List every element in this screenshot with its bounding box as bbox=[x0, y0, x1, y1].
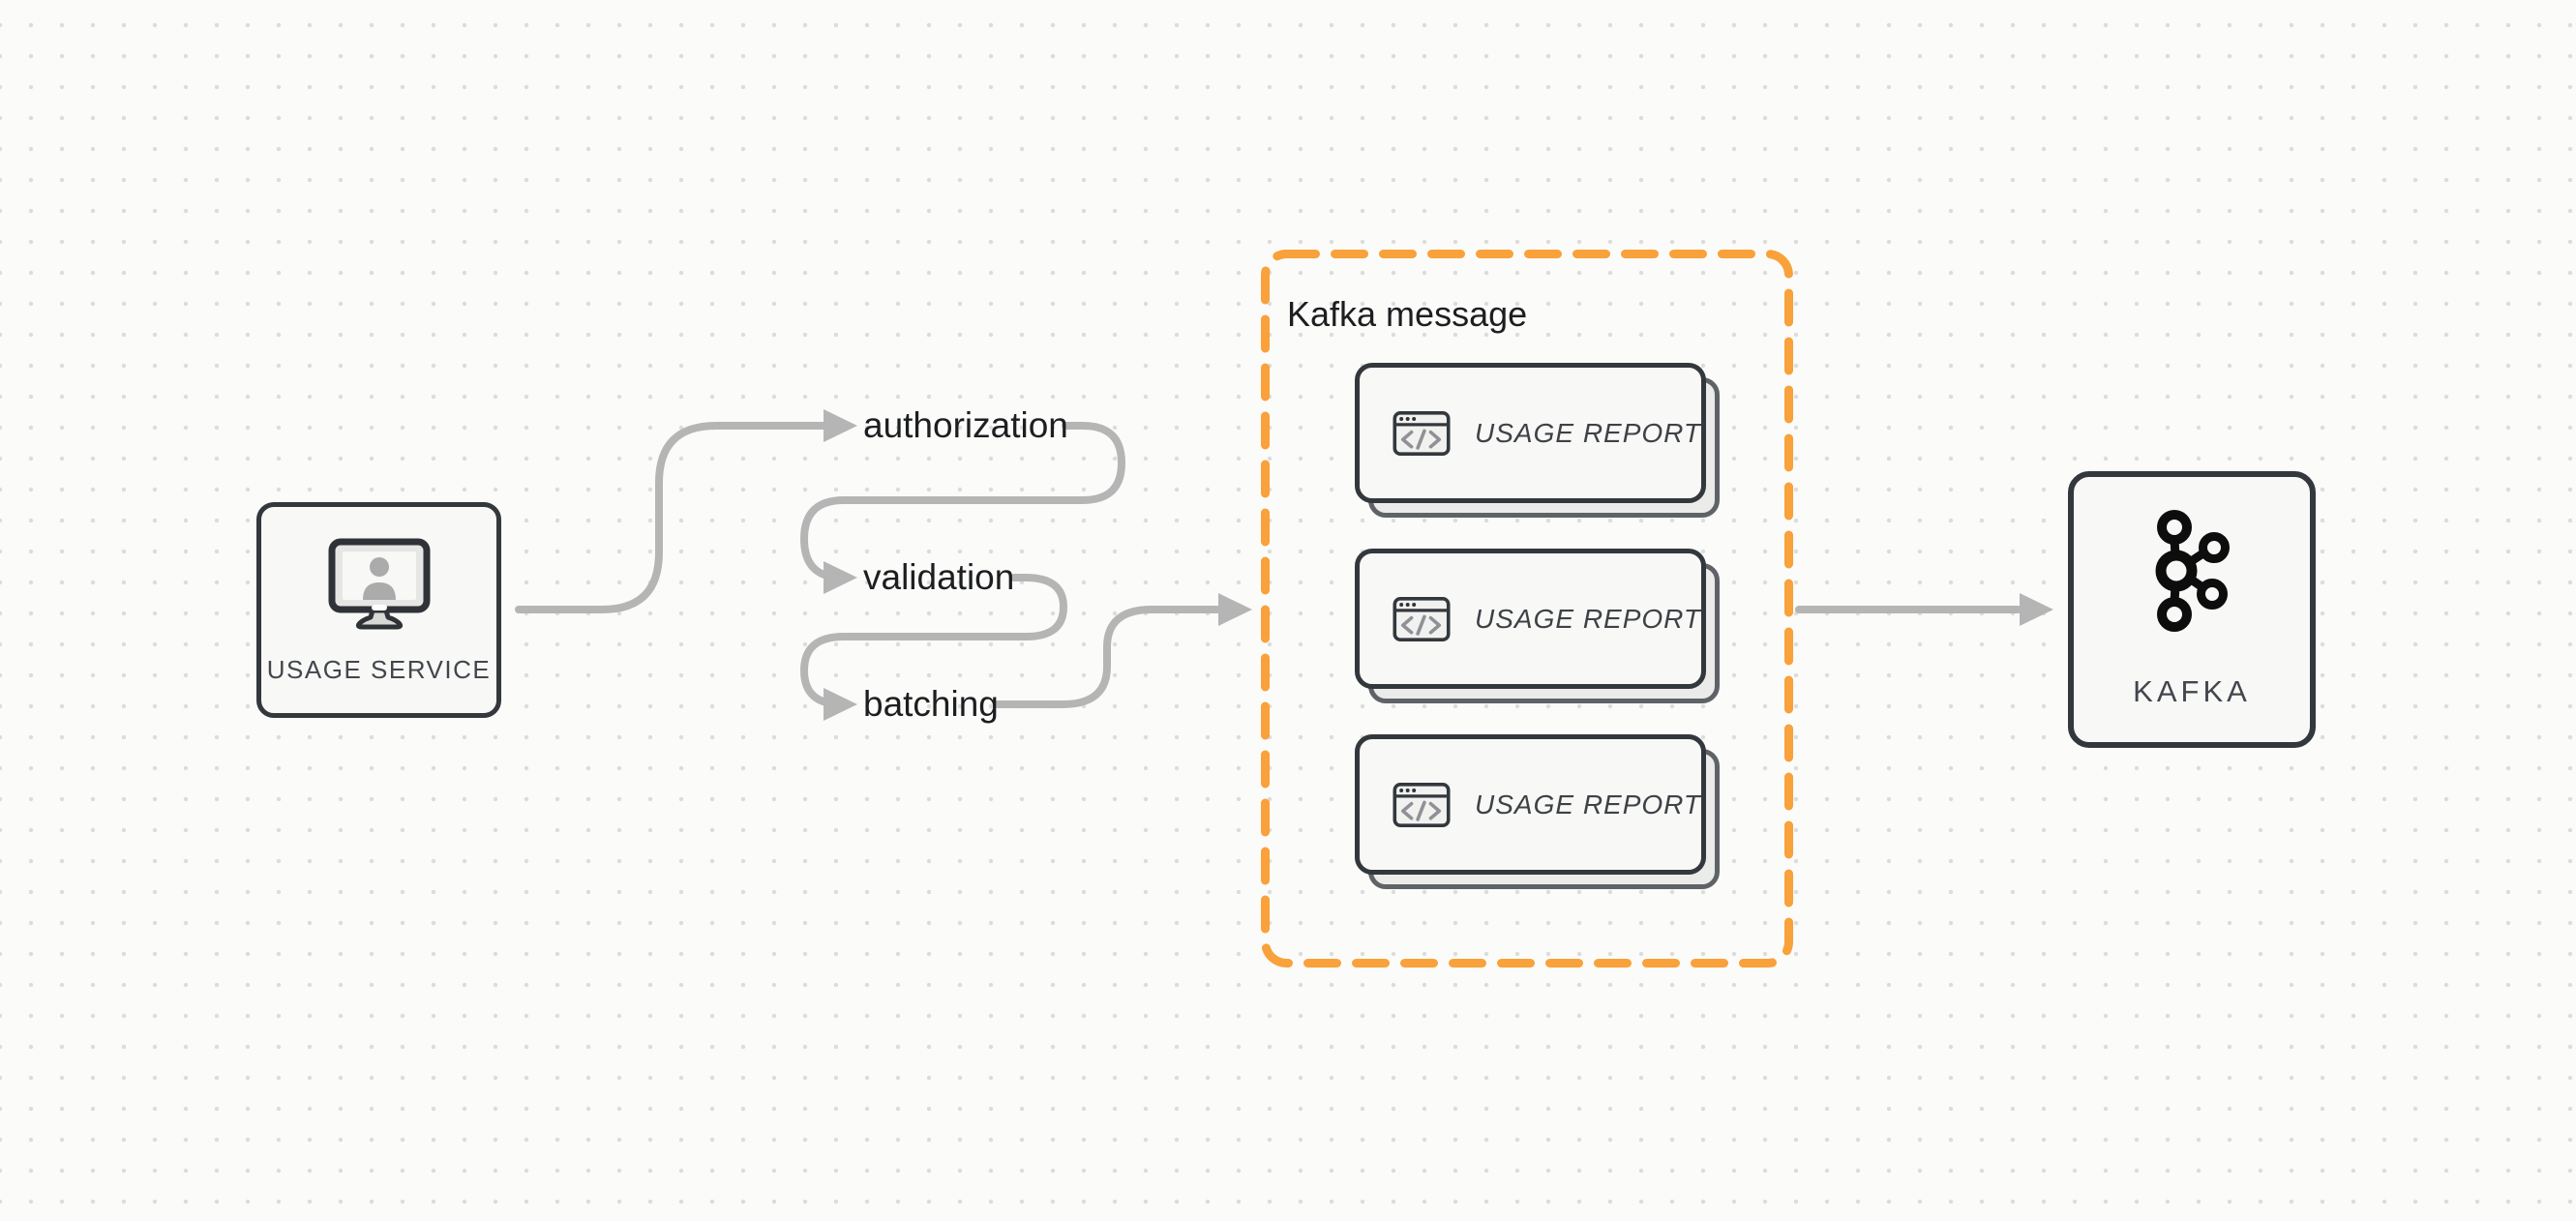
usage-report-label: USAGE REPORT bbox=[1475, 789, 1701, 819]
step-label-validation: validation bbox=[863, 557, 1015, 597]
usage-report-label: USAGE REPORT bbox=[1475, 417, 1701, 448]
kafka-message-group-title: Kafka message bbox=[1287, 294, 1528, 334]
connector-authorization-to-validation bbox=[799, 422, 1126, 581]
connector-batching-to-group bbox=[994, 606, 1221, 708]
code-window-icon bbox=[1393, 782, 1451, 827]
monitor-user-icon bbox=[328, 538, 430, 630]
connector-usage-to-authorization bbox=[515, 422, 828, 613]
usage-service-node: USAGE SERVICE bbox=[256, 502, 501, 718]
step-label-authorization: authorization bbox=[863, 405, 1068, 445]
usage-service-label: USAGE SERVICE bbox=[266, 655, 492, 684]
arrowhead-batching bbox=[824, 688, 857, 721]
arrowhead-group bbox=[1218, 593, 1252, 626]
kafka-node: KAFKA bbox=[2068, 471, 2316, 748]
usage-report-card: USAGE REPORT bbox=[1355, 734, 1720, 889]
usage-report-card: USAGE REPORT bbox=[1355, 363, 1720, 518]
kafka-label: KAFKA bbox=[2133, 674, 2251, 708]
code-window-icon bbox=[1393, 410, 1451, 456]
kafka-message-group-border bbox=[1261, 250, 1793, 968]
step-label-batching: batching bbox=[863, 684, 999, 724]
arrowhead-authorization bbox=[824, 409, 857, 442]
usage-report-card: USAGE REPORT bbox=[1355, 549, 1720, 703]
arrowhead-validation bbox=[824, 561, 857, 594]
code-window-icon bbox=[1393, 596, 1451, 641]
arrowhead-kafka bbox=[2020, 593, 2053, 626]
kafka-logo-icon bbox=[2155, 510, 2230, 632]
usage-report-label: USAGE REPORT bbox=[1475, 603, 1701, 634]
connector-validation-to-batching bbox=[799, 574, 1068, 708]
